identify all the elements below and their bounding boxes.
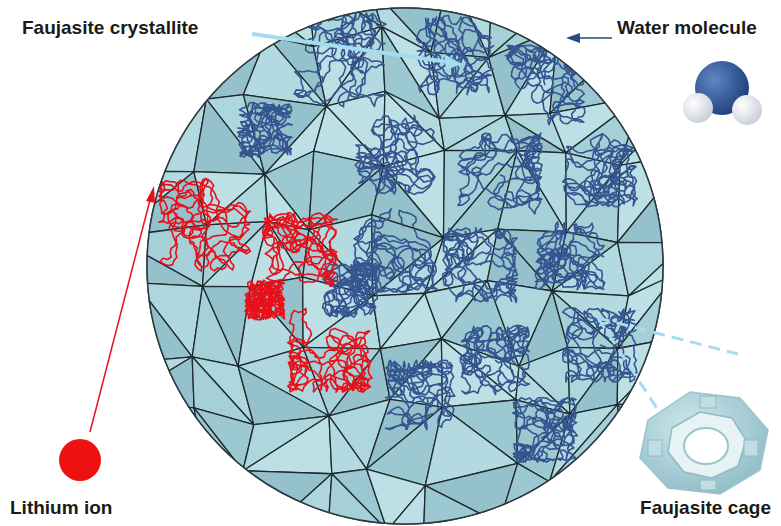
crystallite-facet <box>550 475 628 526</box>
crystallite-sphere <box>147 8 663 524</box>
leader-line <box>90 200 150 432</box>
diffusion-paths <box>158 13 638 462</box>
diffusion-path <box>238 103 293 158</box>
crystallite-facet <box>620 110 690 165</box>
crystallite-facet <box>114 225 207 286</box>
diffusion-path <box>458 133 542 214</box>
diffusion-path <box>355 115 435 194</box>
diffusion-path <box>505 45 585 125</box>
crystallite-facet <box>499 523 570 526</box>
crystallite-facet <box>552 291 628 349</box>
diffusion-path <box>263 213 338 287</box>
arrow-head <box>146 186 155 203</box>
diffusion-path <box>443 228 518 303</box>
crystallite-facet <box>550 482 628 526</box>
diffusion-path <box>385 360 455 429</box>
diffusion-path <box>245 280 284 320</box>
sphere-outline <box>147 8 663 524</box>
crystallite-facet <box>684 336 750 401</box>
crystallite-facet <box>633 32 673 110</box>
crystallite-facet <box>499 523 563 526</box>
crystallite-facet <box>144 468 208 526</box>
diffusion-path <box>513 398 578 463</box>
arrow-head <box>444 54 462 70</box>
diffusion-path <box>158 178 251 271</box>
crystallite-facet <box>627 525 696 526</box>
crystallite-facet <box>207 174 268 225</box>
leader-line <box>598 318 738 354</box>
crystallite-facet <box>424 486 500 526</box>
crystallite-facet <box>424 523 501 526</box>
water-molecule-icon <box>683 61 762 125</box>
leader-line <box>578 37 612 39</box>
crystallite-facet <box>499 463 549 523</box>
diffusion-path <box>535 222 604 290</box>
diffusion-path <box>460 325 529 394</box>
callout-label: Faujasite cage <box>638 498 773 519</box>
crystallite-facet <box>387 486 425 526</box>
leader-line <box>252 34 448 62</box>
crystallite-facet <box>193 0 267 36</box>
crystallite-facet <box>121 99 206 171</box>
callout-label: Lithium ion <box>8 498 114 519</box>
crystallite-facet <box>684 304 756 336</box>
crystallite-facet <box>676 274 755 336</box>
crystallite-facet <box>114 237 203 286</box>
crystallite-facet <box>192 286 238 366</box>
crystallite-facet <box>121 39 206 115</box>
diffusion-path <box>416 16 493 95</box>
crystallite-facet <box>329 416 367 474</box>
crystallite-facet <box>205 468 243 526</box>
diffusion-path <box>563 134 638 207</box>
crystallite-facet <box>676 230 752 274</box>
arrow-head <box>566 33 580 43</box>
crystallite-facet <box>686 176 753 243</box>
crystallite-facet <box>633 32 684 110</box>
crystallite-facet <box>688 525 751 526</box>
crystallite-facet <box>243 416 332 474</box>
crystallite-facet <box>119 357 195 408</box>
crystallite-facet <box>121 468 205 526</box>
callout-label: Water molecule <box>615 18 759 39</box>
diffusion-path <box>288 308 372 392</box>
crystallite-facet <box>688 525 751 526</box>
callout-label: Faujasite crystallite <box>20 18 200 39</box>
crystallite-facet <box>208 471 265 526</box>
leader-line <box>598 318 662 416</box>
faujasite-cage-icon <box>640 392 768 494</box>
crystallite-facet <box>676 230 755 305</box>
crystallite-facet <box>686 154 750 243</box>
crystallite-facets <box>114 0 756 526</box>
crystallite-facet <box>265 474 332 526</box>
lithium-ion-dot <box>59 439 101 481</box>
